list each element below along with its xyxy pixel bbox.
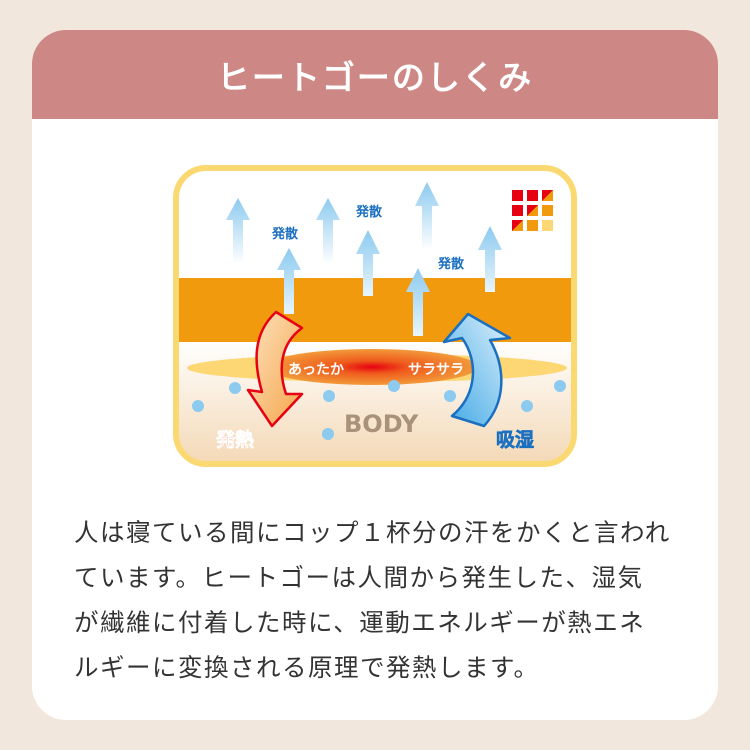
description-line: が繊維に付着した時に、運動エネルギーが熱エネ <box>74 608 646 637</box>
heatgo-mechanism-diagram: 発散 発散 発散 <box>173 165 577 467</box>
info-card: ヒートゴーのしくみ <box>32 30 718 720</box>
warm-label: あったか <box>288 362 344 378</box>
card-header: ヒートゴーのしくみ <box>32 30 718 119</box>
dissipate-arrows <box>226 182 502 336</box>
dry-label: サラサラ <box>408 362 464 378</box>
description-text: 人は寝ている間にコップ１杯分の汗をかくと言われ ています。ヒートゴーは人間から発… <box>74 510 694 690</box>
moisture-absorption-label: 吸湿 <box>496 429 534 451</box>
description-line: 人は寝ている間にコップ１杯分の汗をかくと言われ <box>74 518 671 547</box>
heat-arrow-icon <box>246 310 304 428</box>
dissipate-label-1: 発散 <box>271 226 299 242</box>
fabric-layer <box>176 278 574 342</box>
page-title: ヒートゴーのしくみ <box>216 57 534 97</box>
moisture-arrow-icon <box>442 312 512 428</box>
heat-generation-label: 発熱 <box>215 428 254 451</box>
diagram-frame <box>173 165 577 467</box>
heat-zone <box>266 349 478 385</box>
description-line: ルギーに変換される原理で発熱します。 <box>74 653 540 682</box>
body-label: BODY <box>344 410 419 438</box>
dissipate-label-2: 発散 <box>355 204 383 220</box>
description-line: ています。ヒートゴーは人間から発生した、湿気 <box>74 563 644 592</box>
brand-logo-icon <box>512 190 553 231</box>
dissipate-label-3: 発散 <box>437 256 465 272</box>
moisture-dots <box>192 380 566 440</box>
